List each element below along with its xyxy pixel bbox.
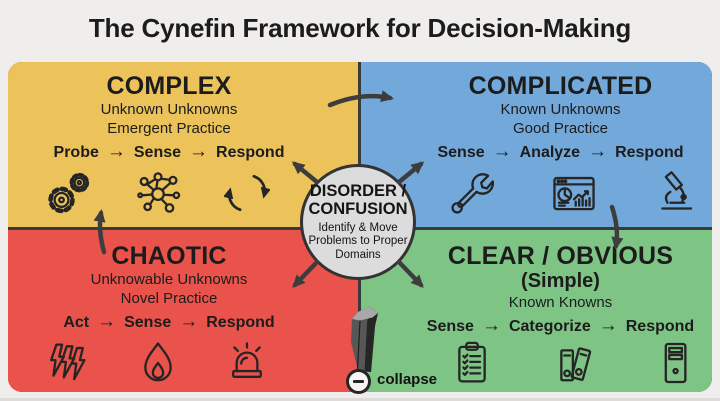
arrow-right-glyph: → bbox=[588, 141, 608, 163]
quadrant-subline: Known Unknowns bbox=[500, 101, 621, 118]
quadrant-title: COMPLICATED bbox=[468, 72, 653, 100]
step-label: Probe bbox=[53, 144, 99, 162]
wrench-icon bbox=[451, 173, 495, 214]
step-label: Respond bbox=[625, 318, 695, 336]
quadrant-complicated: COMPLICATED Known Unknowns Good Practice… bbox=[361, 62, 712, 227]
quadrant-complex-text: COMPLEX Unknown Unknowns Emergent Practi… bbox=[54, 73, 285, 164]
clipboard-icon bbox=[458, 341, 486, 383]
decision-steps: Sense → Analyze → Respond bbox=[437, 141, 684, 164]
collapse-label: collapse bbox=[377, 371, 438, 388]
step-label: Sense bbox=[437, 144, 485, 162]
siren-icon bbox=[232, 342, 262, 378]
arrow-right-glyph: → bbox=[492, 141, 512, 163]
step-label: Sense bbox=[426, 318, 474, 336]
decision-steps: Sense → Categorize → Respond bbox=[426, 315, 695, 338]
quadrant-chaotic-text: CHAOTIC Unknowable Unknowns Novel Practi… bbox=[63, 243, 274, 334]
minus-icon bbox=[346, 369, 371, 394]
quadrant-icons bbox=[8, 340, 358, 386]
quadrant-title: CHAOTIC bbox=[111, 242, 227, 270]
analytics-icon bbox=[552, 176, 595, 211]
disorder-title-line1: DISORDER / bbox=[309, 181, 407, 200]
quadrant-title: CLEAR / OBVIOUS bbox=[447, 242, 674, 270]
step-label: Respond bbox=[615, 144, 684, 162]
quadrant-complex: COMPLEX Unknown Unknowns Emergent Practi… bbox=[8, 62, 358, 227]
binders-icon bbox=[559, 347, 591, 382]
lightning-icon bbox=[50, 343, 86, 381]
quadrant-icons bbox=[361, 340, 712, 386]
quadrant-complicated-text: COMPLICATED Known Unknowns Good Practice… bbox=[437, 73, 683, 164]
arrow-right-glyph: → bbox=[97, 311, 117, 333]
computer-icon bbox=[664, 342, 687, 384]
step-label: Respond bbox=[206, 314, 275, 332]
quadrant-subline: Unknowable Unknowns bbox=[90, 271, 248, 288]
step-label: Categorize bbox=[508, 318, 591, 336]
cycle-icon bbox=[224, 174, 270, 212]
step-label: Respond bbox=[216, 144, 285, 162]
quadrant-icons bbox=[361, 170, 712, 216]
quadrant-subline: Unknown Unknowns bbox=[100, 101, 238, 118]
gears-icon bbox=[48, 172, 90, 214]
arrow-right-glyph: → bbox=[179, 311, 199, 333]
arrow-right-glyph: → bbox=[106, 141, 126, 163]
arrow-right-glyph: → bbox=[481, 315, 501, 337]
quadrant-chaotic: CHAOTIC Unknowable Unknowns Novel Practi… bbox=[8, 230, 358, 392]
quadrant-subtitle: (Simple) bbox=[521, 270, 600, 292]
quadrant-subline: Novel Practice bbox=[120, 290, 218, 308]
quadrant-board: COMPLEX Unknown Unknowns Emergent Practi… bbox=[8, 62, 712, 392]
arrow-right-glyph: → bbox=[598, 315, 618, 337]
page-title: The Cynefin Framework for Decision-Makin… bbox=[88, 13, 632, 43]
quadrant-subline: Emergent Practice bbox=[107, 120, 231, 138]
quadrant-subline: Good Practice bbox=[512, 120, 609, 138]
decision-steps: Probe → Sense → Respond bbox=[53, 141, 285, 164]
disorder-title-line2: CONFUSION bbox=[308, 200, 408, 219]
step-label: Analyze bbox=[519, 144, 581, 162]
quadrant-clear-text: CLEAR / OBVIOUS (Simple) Known Knowns Se… bbox=[427, 243, 694, 338]
arrow-right-glyph: → bbox=[189, 141, 209, 163]
microscope-icon bbox=[661, 171, 693, 210]
step-label: Act bbox=[63, 314, 90, 332]
step-label: Sense bbox=[133, 144, 182, 162]
step-label: Sense bbox=[124, 314, 172, 332]
quadrant-subline: Known Knowns bbox=[508, 294, 613, 311]
fire-icon bbox=[144, 342, 172, 382]
disorder-subtitle: Identify & Move Problems to Proper Domai… bbox=[308, 221, 408, 261]
quadrant-icons bbox=[8, 170, 358, 216]
quadrant-title: COMPLEX bbox=[106, 72, 232, 100]
quadrant-clear: CLEAR / OBVIOUS (Simple) Known Knowns Se… bbox=[361, 230, 712, 392]
disorder-circle: DISORDER / CONFUSION Identify & Move Pro… bbox=[300, 164, 416, 280]
decision-steps: Act → Sense → Respond bbox=[63, 311, 275, 334]
network-icon bbox=[137, 172, 181, 213]
